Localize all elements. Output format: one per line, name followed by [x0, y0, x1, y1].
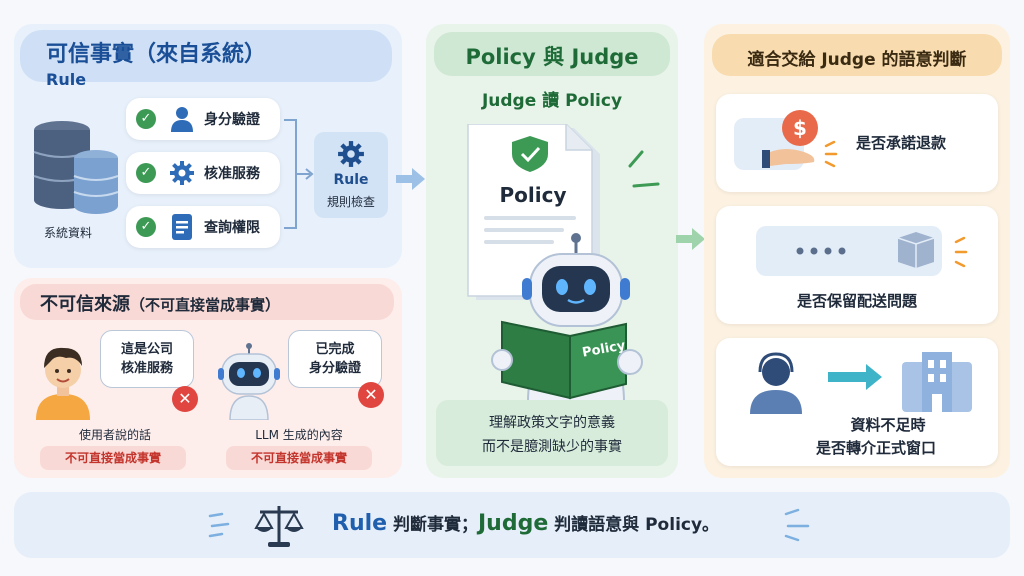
rule-box-label: 規則檢查: [326, 195, 375, 209]
semantic-item-label-line: 資料不足時: [850, 416, 926, 434]
llm-robot-icon: [216, 342, 282, 424]
gear-icon: [337, 140, 365, 172]
semantic-title: 適合交給 Judge 的語意判斷: [747, 50, 967, 70]
policy-document-label: Policy: [499, 183, 567, 207]
untrusted-title: 不可信來源（不可直接當成事實）: [40, 290, 280, 316]
untrusted-title-note: （不可直接當成事實）: [130, 296, 281, 314]
check-label-service: 核准服務: [204, 166, 260, 182]
svg-text:$: $: [793, 116, 807, 140]
footer-rule-text: 判斷事實；: [387, 515, 478, 535]
trusted-subtitle: Rule: [46, 70, 87, 89]
llm-source-label: LLM 生成的內容: [255, 428, 343, 442]
trusted-title: 可信事實（來自系統）: [46, 42, 267, 67]
database-icon: [30, 118, 120, 218]
check-icon: ✓: [136, 217, 156, 237]
llm-bubble-line: 已完成: [315, 342, 355, 357]
semantic-item-label-line: 是否轉介正式窗口: [815, 439, 936, 457]
policy-caption-line: 理解政策文字的意義: [489, 415, 615, 431]
policy-title-pill: [434, 32, 670, 76]
reject-x-icon: ✕: [358, 382, 384, 408]
package-chat-icon: [756, 222, 976, 286]
user-bubble-line: 這是公司: [120, 342, 173, 357]
user-bubble-line: 核准服務: [120, 361, 173, 376]
user-speech-bubble: 這是公司 核准服務: [100, 330, 194, 388]
bracket-connector: [284, 118, 314, 234]
deco-dash-icon: [782, 508, 812, 546]
arrow-right-icon: [676, 226, 706, 256]
deco-dash-icon: [208, 512, 232, 542]
footer-judge: Judge: [478, 511, 549, 536]
semantic-item-label: 是否保留配送問題: [796, 292, 917, 310]
user-avatar: [30, 340, 96, 424]
user-source-label: 使用者說的話: [78, 428, 151, 442]
judge-robot-icon: [488, 232, 648, 406]
llm-bubble-line: 身分驗證: [308, 361, 361, 376]
footer-banner: [14, 492, 1010, 558]
user-icon: [170, 106, 194, 136]
agent-to-office-icon: [746, 350, 976, 418]
trusted-title-pill: [20, 30, 392, 82]
footer-judge-text: 判讀語意與 Policy。: [548, 515, 720, 535]
policy-caption-line: 而不是臆測缺少的事實: [482, 439, 622, 455]
check-label-permission: 查詢權限: [204, 220, 260, 236]
footer-rule: Rule: [332, 511, 388, 536]
refund-hand-icon: $: [734, 106, 844, 184]
llm-speech-bubble: 已完成 身分驗證: [288, 330, 382, 388]
semantic-item-label: 是否承諾退款: [856, 134, 947, 152]
policy-caption-box: [436, 400, 668, 466]
check-label-identity: 身分驗證: [204, 112, 260, 128]
user-untrusted-tag: 不可直接當成事實: [40, 446, 186, 470]
policy-title: Policy 與 Judge: [465, 45, 639, 69]
semantic-title-pill: [712, 34, 1002, 76]
check-icon: ✓: [136, 109, 156, 129]
arrow-right-icon: [396, 166, 426, 196]
scales-icon: [254, 502, 304, 552]
untrusted-title-pill: [20, 284, 394, 320]
database-label: 系統資料: [44, 226, 93, 240]
footer-text: Rule 判斷事實；Judge 判讀語意與 Policy。: [332, 510, 719, 536]
gear-icon: [169, 160, 195, 190]
sparkle-icon: [626, 150, 662, 198]
untrusted-title-main: 不可信來源: [40, 294, 130, 315]
policy-subtitle: Judge 讀 Policy: [481, 91, 623, 111]
rule-box-title: Rule: [333, 172, 369, 188]
llm-untrusted-tag: 不可直接當成事實: [226, 446, 372, 470]
reject-x-icon: ✕: [172, 386, 198, 412]
document-icon: [172, 214, 192, 244]
check-icon: ✓: [136, 163, 156, 183]
